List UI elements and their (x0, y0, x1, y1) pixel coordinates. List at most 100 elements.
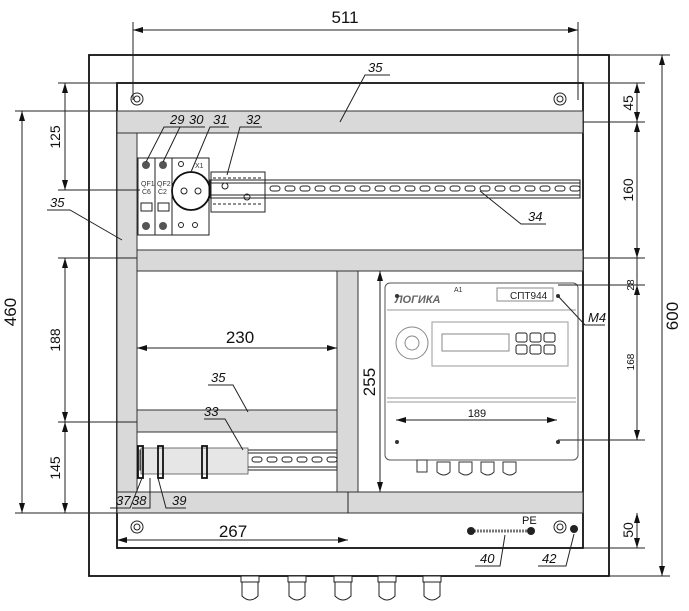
dim-overall-width: 511 (331, 8, 358, 27)
duct-middle (136, 249, 584, 272)
callout-38: 38 (132, 493, 147, 508)
rail-slot (251, 456, 263, 463)
dim-right-bottom: 50 (620, 522, 636, 538)
socket-tag: X1 (195, 163, 204, 170)
rail-slot (524, 185, 536, 192)
qf2-rating: C2 (158, 189, 167, 196)
din-rail-bottom (137, 445, 338, 479)
socket-x1: X1 (171, 157, 211, 236)
dim-bottom-duct-length: 267 (219, 522, 247, 541)
rail-slot (281, 456, 293, 463)
dim-device-mount-width: 189 (468, 408, 486, 420)
rail-slot (479, 185, 491, 192)
rail-slot (359, 185, 371, 192)
rail-slot (314, 185, 326, 192)
rail-slot (404, 185, 416, 192)
qf1-rating: C6 (142, 189, 151, 196)
dim-right-top: 45 (620, 95, 636, 111)
callout-32: 32 (246, 112, 261, 127)
dimension-values: 511 600 460 125 188 145 45 160 28 168 50… (1, 8, 682, 541)
rail-slot (389, 185, 401, 192)
cable-gland-icon (240, 575, 260, 601)
rail-slot (326, 456, 338, 463)
duct-vertical (336, 270, 359, 493)
rail-slot (374, 185, 386, 192)
rail-slot (344, 185, 356, 192)
rail-slot (509, 185, 521, 192)
cable-ducts (116, 110, 584, 514)
device-brand-logo: ЛОГИКА (394, 294, 441, 306)
rail-slot (269, 185, 281, 192)
hole-icon (553, 520, 567, 534)
duct-left (116, 132, 138, 493)
duct-lower-left (136, 409, 338, 433)
rail-slot (554, 185, 566, 192)
callout-35-left: 35 (50, 195, 65, 210)
dim-overall-height: 600 (663, 302, 682, 330)
duct-bottom (116, 491, 584, 514)
callout-42: 42 (542, 551, 557, 566)
callout-39: 39 (172, 493, 186, 508)
device-spt944: ЛОГИКА A1 СПТ944 (384, 282, 579, 476)
rail-slot (539, 185, 551, 192)
device-model: СПТ944 (510, 291, 548, 302)
rail-slot (419, 185, 431, 192)
dim-right-device-holes: 168 (626, 353, 637, 370)
dim-duct-width: 230 (226, 328, 254, 347)
cable-glands (240, 575, 442, 601)
device-keypad (515, 332, 556, 355)
rail-slot (434, 185, 446, 192)
device-glands (416, 459, 517, 476)
qf2-name: QF2 (157, 181, 171, 188)
duct-top (116, 110, 584, 134)
pe-bus: PE (467, 515, 537, 535)
dim-mid-height: 188 (47, 328, 63, 352)
dim-right-device-top: 28 (626, 279, 637, 291)
terminal-block-32 (210, 171, 266, 213)
cable-gland-icon (377, 575, 397, 601)
rail-slot (266, 456, 278, 463)
dim-top-to-rail: 125 (47, 125, 63, 149)
callout-33: 33 (204, 404, 219, 419)
cable-gland-icon (333, 575, 353, 601)
dim-bottom-height: 145 (47, 456, 63, 480)
end-stop (201, 445, 208, 479)
end-stop (137, 445, 144, 479)
breaker-qf2: QF2 C2 (154, 157, 173, 236)
rail-slot (494, 185, 506, 192)
rail-slot (329, 185, 341, 192)
callout-40: 40 (480, 551, 495, 566)
pe-label: PE (522, 515, 537, 527)
device-display (441, 333, 510, 352)
rail-slot (569, 185, 581, 192)
rail-slot (449, 185, 461, 192)
hole-icon (130, 92, 144, 106)
cable-gland-icon (422, 575, 442, 601)
dim-device-zone-height: 255 (360, 368, 379, 396)
callout-29: 29 (169, 112, 184, 127)
callout-30: 30 (189, 112, 204, 127)
callout-31: 31 (213, 112, 227, 127)
callout-m4: M4 (588, 310, 606, 325)
hole-icon (553, 92, 567, 106)
rail-slot (296, 456, 308, 463)
breaker-qf1: QF1 C6 (137, 157, 156, 236)
cable-gland-icon (287, 575, 307, 601)
dim-plate-height: 460 (1, 298, 20, 326)
hole-icon (130, 520, 144, 534)
device-ref: A1 (454, 287, 463, 294)
callout-leaders (47, 74, 605, 567)
ground-bolt-icon (570, 525, 578, 533)
terminal-strip (140, 447, 249, 475)
qf1-name: QF1 (141, 181, 155, 188)
rail-slot (299, 185, 311, 192)
rail-slot (311, 456, 323, 463)
callout-35-top: 35 (368, 60, 383, 75)
dimension-lines (15, 22, 670, 577)
rail-slot (284, 185, 296, 192)
callout-34: 34 (528, 209, 542, 224)
callout-35-mid: 35 (211, 370, 226, 385)
rail-slot (464, 185, 476, 192)
callout-labels: 35 35 35 29 30 31 32 34 33 37 38 39 40 4… (50, 60, 606, 566)
